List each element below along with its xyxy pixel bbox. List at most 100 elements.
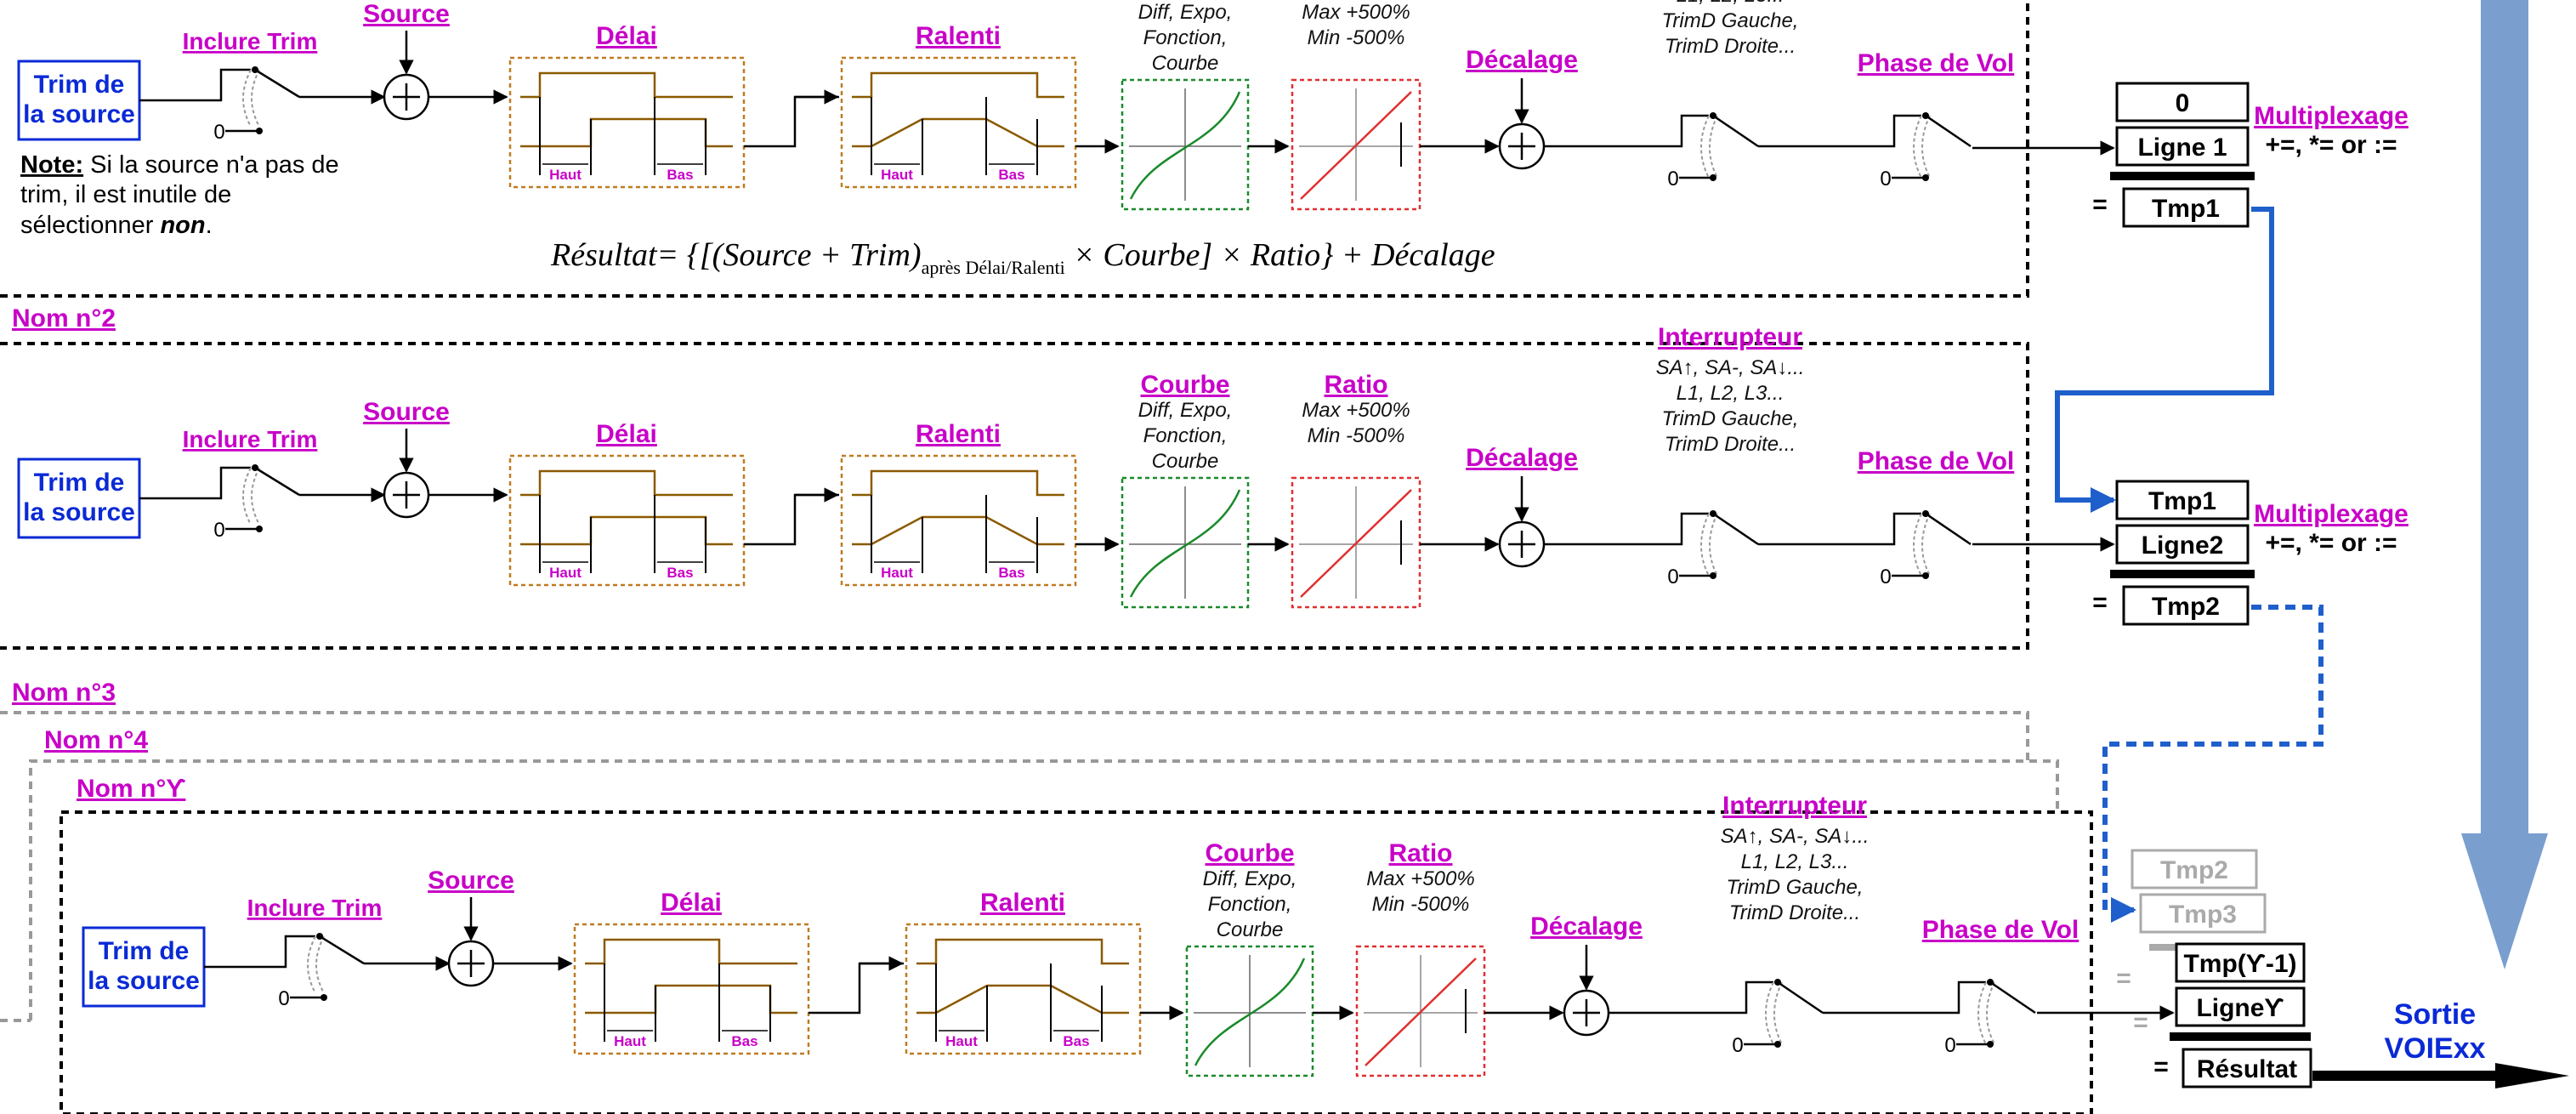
mux-row1-mux-ops: +=, *= or := [2265,131,2397,159]
courbe-box [1121,476,1250,609]
svg-text:sélectionner non.: sélectionner non. [20,212,213,239]
group-frame-y [60,810,2093,1114]
delai-box [508,454,746,587]
mux-row1-result-text: Tmp1 [2152,195,2220,223]
mux-row3-equals: = [2153,1053,2169,1081]
zero-label: 0 [1880,168,1891,190]
phase-de-vol-switch [1870,114,1921,148]
phase-de-vol-label: Phase de Vol [1858,447,2015,475]
courbe-desc: Fonction, [1143,424,1228,447]
switch-pivot [316,933,323,940]
switch-pivot [1710,112,1716,119]
switch-pivot [252,66,258,73]
ratio-desc: Min -500% [1308,424,1405,447]
trim-source-label-1: Trim de [34,469,125,497]
zero-label: 0 [1667,168,1678,190]
phase-de-vol-label: Phase de Vol [1922,916,2080,944]
source-label: Source [363,0,450,28]
group-frame-1 [0,0,2029,298]
switch-lever [1925,512,1972,546]
courbe-desc: Courbe [1152,52,1219,75]
mux-row1-result-box [2122,187,2250,228]
ratio-label: Ratio [1389,839,1453,867]
courbe-desc: Diff, Expo, [1138,1,1233,24]
zero-label: 0 [213,519,224,542]
delai-trace-lower [585,984,797,1015]
delai-label: Délai [596,22,657,50]
switch-lever [254,466,300,497]
switch-lever [319,935,365,965]
mux-row1-mux-label: Multiplexage [2254,102,2409,130]
switch-pivot [1774,979,1781,986]
output-label-1: Sortie [2394,998,2476,1031]
zero-label: 0 [278,987,289,1010]
delai-trace-upper [585,938,797,965]
decalage-label: Décalage [1466,46,1578,74]
group-title-4: Nom n°4 [44,726,148,754]
note-line3-pre: sélectionner [20,212,160,239]
switch-travel-arc [315,935,325,994]
interrupteur-switch [1658,512,1709,546]
note-line1: Si la source n'a pas de [83,151,339,179]
mux-row1-line-box [2115,126,2250,167]
inclure-trim-label: Inclure Trim [247,895,383,921]
delai-label: Délai [596,420,657,448]
courbe-desc: Diff, Expo, [1203,867,1297,890]
ratio-line [1300,91,1412,200]
ralenti-bas-label: Bas [1063,1033,1089,1049]
switch-pivot [1922,112,1929,119]
mux-row3-line-text: Ligneϒ [2196,994,2284,1022]
ratio-label: Ratio [1325,371,1388,399]
note-line3-post: . [206,212,213,239]
courbe-desc: Diff, Expo, [1138,399,1233,422]
interrupteur-desc: TrimD Droite... [1729,901,1860,924]
switch-travel-arc [1913,115,1922,179]
interrupteur-label: Interrupteur [1722,792,1867,820]
switch-travel-arc [251,69,260,128]
interrupteur-label: Interrupteur [1658,323,1802,351]
note-line2: trim, il est inutile de [20,181,231,208]
mux-row2-equals: = [2092,588,2108,617]
ratio-line [1300,489,1412,598]
inclure-trim-switch [197,68,251,102]
delai-trace-lower [520,515,733,546]
svg-text:Note: Si la source n'a pas de: Note: Si la source n'a pas de [20,151,339,179]
courbe-label: Courbe [1141,371,1230,399]
mux-row1-equals: = [2092,190,2108,219]
trim-source-box [17,458,141,539]
ratio-desc: Min -500% [1308,26,1405,49]
switch-travel-arc [242,69,252,128]
trim-source-label-2: la source [88,967,200,995]
courbe-curve [1129,91,1241,200]
ralenti-haut-label: Haut [945,1033,978,1049]
mux-row2-mux-label: Multiplexage [2254,500,2409,528]
mux-row2-prev-text: Tmp1 [2148,487,2216,515]
zero-label: 0 [1944,1034,1955,1057]
delai-haut-label: Haut [549,167,582,183]
trim-source-box [17,60,141,141]
switch-travel-arc [1773,981,1783,1045]
ratio-box [1291,476,1421,609]
switch-travel-arc [1700,513,1710,577]
ralenti-trace-lower [852,117,1064,148]
output-arrow [2312,1063,2569,1088]
mux-row3-result-text: Résultat [2197,1055,2297,1083]
output-label-2: VOIExx [2384,1032,2485,1065]
switch-lever [1712,114,1759,148]
courbe-label: Courbe [1141,0,1230,1]
group-frame-3 [0,711,2029,765]
switch-lever [1989,980,2036,1015]
decalage-label: Décalage [1466,444,1578,472]
mux-row2-prev-box [2115,480,2250,520]
source-label: Source [428,867,514,895]
mux-row3-line-box [2175,986,2306,1027]
wire [744,493,839,546]
switch-pivot [1922,510,1929,517]
mux-row3-prev-box [2175,942,2306,983]
courbe-curve [1194,958,1306,1066]
inclure-trim-label: Inclure Trim [183,426,318,452]
interrupteur-desc: L1, L2, L3... [1677,382,1784,405]
phase-de-vol-switch [1935,980,1986,1015]
